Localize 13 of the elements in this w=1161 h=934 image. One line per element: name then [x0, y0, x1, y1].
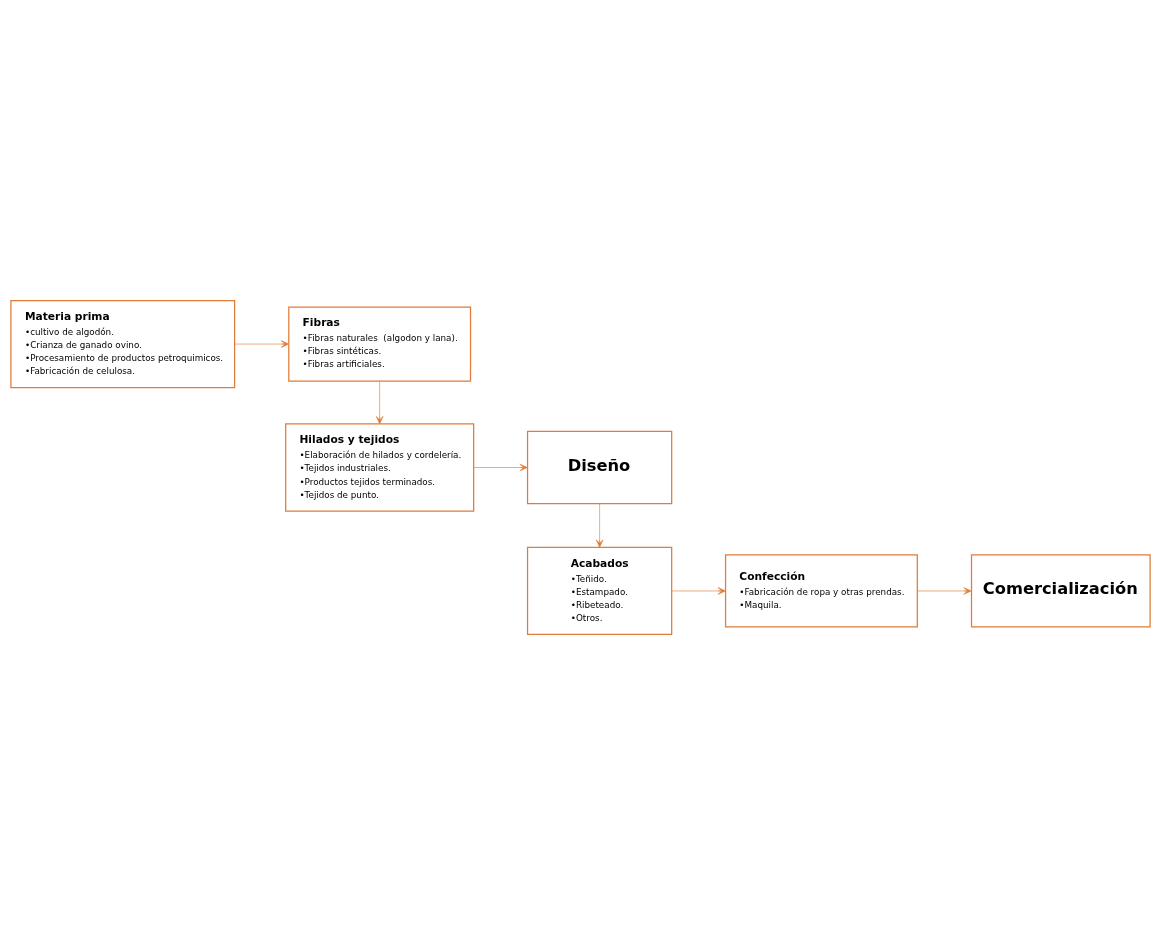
- arrow: [375, 380, 384, 424]
- arrow: [671, 586, 726, 595]
- node-box: Materia prima •cultivo de algodón. •Crianza de ganado ovino. •Procesamiento de productos petroquimicos. •Fabricación de celulosa.: [10, 299, 236, 388]
- node-box: Hilados y tejidos •Elaboración de hilados y cordelería. •Tejidos industriales. •Productos tejidos terminados. •Tejidos de punto.: [285, 422, 475, 512]
- node-box: Fibras •Fibras naturales (algodon y lana). •Fibras sintéticas. •Fibras artificiales.: [288, 305, 472, 382]
- arrow: [473, 463, 528, 471]
- arrow: [917, 586, 972, 595]
- arrow: [595, 502, 604, 548]
- node-box: Diseño: [526, 430, 673, 504]
- node-box: Comercialización: [970, 553, 1151, 628]
- node-box: Confección •Fabricación de ropa y otras prendas. •Maquila.: [724, 553, 918, 628]
- node-box: Acabados •Teñido. •Estampado. •Ribeteado. •Otros.: [526, 546, 673, 635]
- arrow: [234, 339, 290, 348]
